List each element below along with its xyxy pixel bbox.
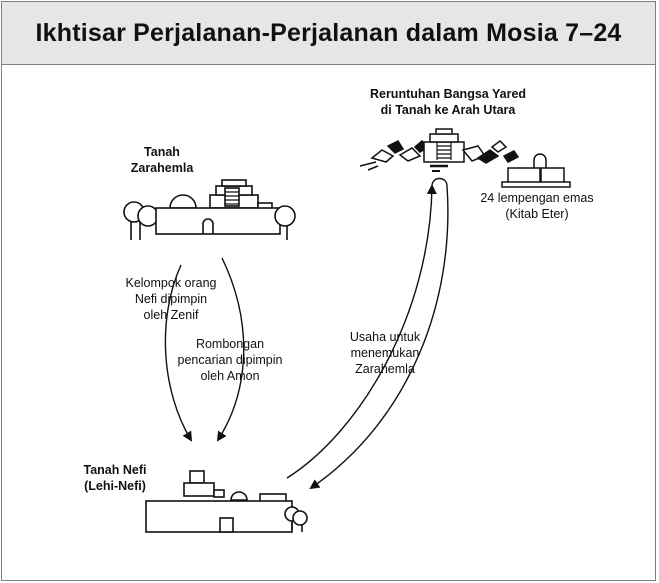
diagram-title: Ikhtisar Perjalanan-Perjalanan dalam Mos… <box>35 18 622 47</box>
nephi-city-icon <box>145 470 308 533</box>
ammon-label-line3: oleh Amon <box>200 369 259 383</box>
limhi-return-arrow <box>309 185 449 490</box>
zeniff-label-line1: Kelompok orang <box>125 276 216 290</box>
ammon-journey-arrow <box>216 257 245 442</box>
nephi-label-line1: Tanah Nefi <box>84 463 147 477</box>
ammon-label-line1: Rombongan <box>196 337 264 351</box>
title-bar: Ikhtisar Perjalanan-Perjalanan dalam Mos… <box>2 2 655 65</box>
zeniff-label-line3: oleh Zenif <box>144 308 199 322</box>
zeniff-label-line2: Nefi dipimpin <box>135 292 207 306</box>
zarahemla-city-icon <box>123 179 296 240</box>
zeniff-journey-arrow <box>164 264 193 442</box>
ammon-label-line2: pencarian dipimpin <box>178 353 283 367</box>
plates-label-line2: (Kitab Eter) <box>505 207 568 221</box>
jaredite-ruins-icon <box>359 128 520 172</box>
gold-plates-icon <box>501 153 571 188</box>
ruins-label-line2: di Tanah ke Arah Utara <box>381 103 517 117</box>
limhi-search-arrow <box>286 184 437 479</box>
zarahemla-label-line2: Zarahemla <box>131 161 195 175</box>
zarahemla-label-line1: Tanah <box>144 145 180 159</box>
limhi-search-label-line3: Zarahemla <box>355 362 415 376</box>
limhi-search-label-line2: menemukan <box>351 346 420 360</box>
ruins-label-line1: Reruntuhan Bangsa Yared <box>370 87 526 101</box>
limhi-search-label-line1: Usaha untuk <box>350 330 421 344</box>
limhi-loop-arc <box>431 177 448 187</box>
plates-label-line1: 24 lempengan emas <box>480 191 593 205</box>
nephi-label-line2: (Lehi-Nefi) <box>84 479 146 493</box>
